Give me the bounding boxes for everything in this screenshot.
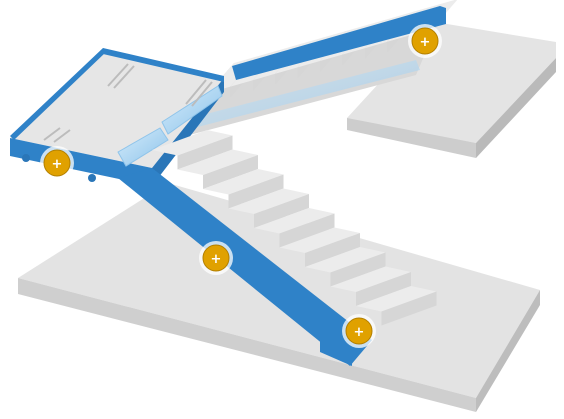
lower-step-tread (330, 266, 411, 292)
add-hotspot-upper-flight[interactable]: + (408, 24, 442, 58)
lower-step-tread (305, 247, 386, 273)
lower-step-riser (356, 272, 411, 306)
lower-step-riser (279, 213, 335, 248)
lower-step-riser (228, 174, 284, 209)
upper-stair-flight (160, 0, 458, 140)
landing-platform (10, 48, 224, 186)
add-hotspot-landing[interactable]: + (40, 146, 74, 180)
add-hotspot-lower-flight-mid[interactable]: + (199, 241, 233, 275)
lower-step-riser (305, 233, 360, 267)
lower-step-tread (152, 130, 233, 156)
lower-step-tread (228, 188, 309, 214)
add-hotspot-lower-flight-bottom[interactable]: + (342, 314, 376, 348)
upper-floor-slab (347, 22, 556, 158)
lower-step-tread (279, 227, 360, 253)
lower-step-riser (330, 252, 386, 287)
plus-icon (43, 149, 71, 177)
hotspot-label: + (211, 252, 222, 267)
lower-step-riser (203, 155, 258, 189)
lower-step-riser (177, 135, 233, 170)
lower-step-riser (254, 194, 309, 228)
hotspot-label: + (52, 157, 63, 172)
hotspot-label: + (354, 325, 365, 340)
lower-step-tread (356, 286, 437, 312)
plus-icon (202, 244, 230, 272)
lower-step-tread (177, 149, 258, 175)
lower-step-tread (254, 208, 335, 234)
lower-stair-flight (118, 130, 437, 366)
plus-icon (345, 317, 373, 345)
lower-step-tread (203, 169, 284, 195)
lower-step-riser (381, 291, 437, 326)
hotspot-label: + (420, 35, 431, 50)
plus-icon (411, 27, 439, 55)
